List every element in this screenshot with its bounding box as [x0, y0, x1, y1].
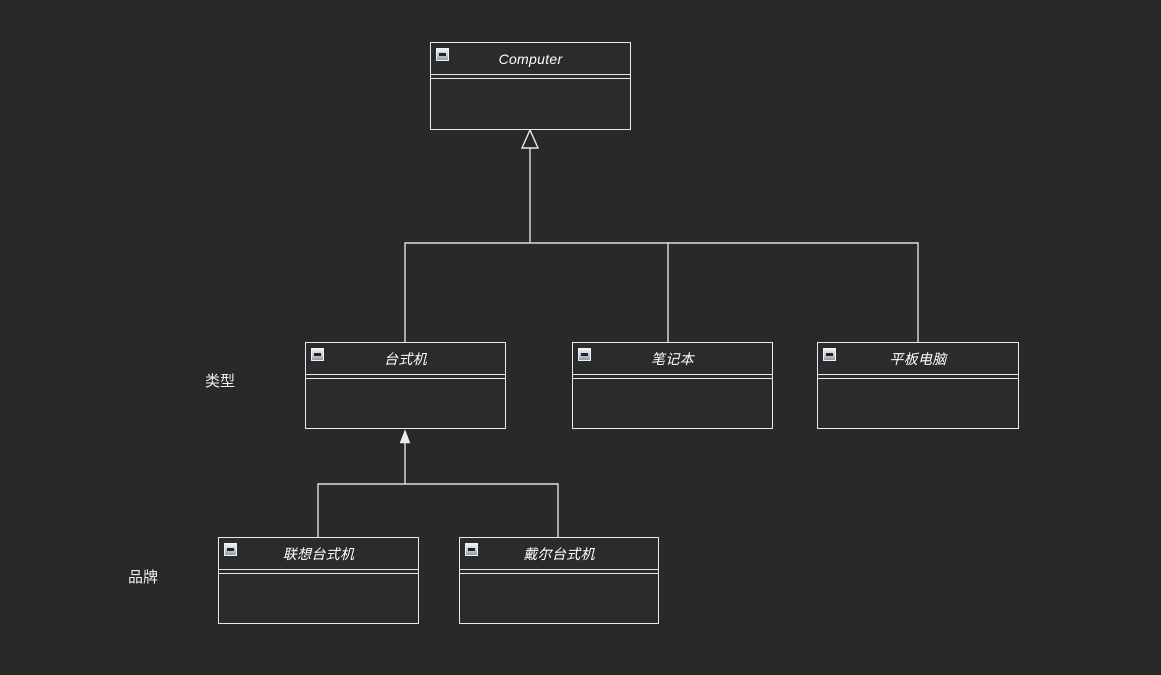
class-header: 联想台式机: [219, 538, 418, 570]
class-title: 联想台式机: [282, 545, 355, 562]
class-header: Computer: [431, 43, 630, 75]
type-label: 类型: [205, 373, 236, 390]
minus-glyph: [826, 353, 833, 356]
minus-glyph: [468, 548, 475, 551]
operations-compartment: [460, 574, 658, 623]
collapse-icon[interactable]: [436, 48, 449, 61]
generalization-edge-types-to-computer: [404, 148, 919, 342]
class-title: 台式机: [384, 350, 427, 367]
class-node-tablet[interactable]: 平板电脑: [817, 342, 1019, 429]
collapse-icon[interactable]: [823, 348, 836, 361]
class-title: 戴尔台式机: [523, 545, 595, 562]
class-header: 平板电脑: [818, 343, 1018, 375]
brand-label: 品牌: [128, 569, 159, 586]
attributes-compartment: [573, 375, 772, 379]
operations-compartment: [219, 574, 418, 623]
class-header: 台式机: [306, 343, 505, 375]
class-node-desktop[interactable]: 台式机: [305, 342, 506, 429]
operations-compartment: [431, 79, 630, 129]
collapse-icon[interactable]: [465, 543, 478, 556]
class-header: 笔记本: [573, 343, 772, 375]
minus-glyph: [439, 53, 446, 56]
minus-glyph: [227, 548, 234, 551]
attributes-compartment: [460, 570, 658, 574]
generalization-arrowhead-desktop: [399, 429, 411, 444]
class-title: 平板电脑: [889, 350, 947, 367]
class-node-lenovo-desktop[interactable]: 联想台式机: [218, 537, 419, 624]
operations-compartment: [573, 379, 772, 428]
attributes-compartment: [818, 375, 1018, 379]
class-title: Computer: [498, 50, 563, 67]
minus-glyph: [314, 353, 321, 356]
class-node-computer[interactable]: Computer: [430, 42, 631, 130]
collapse-icon[interactable]: [578, 348, 591, 361]
class-title: 笔记本: [651, 350, 694, 367]
collapse-icon[interactable]: [224, 543, 237, 556]
attributes-compartment: [219, 570, 418, 574]
class-node-dell-desktop[interactable]: 戴尔台式机: [459, 537, 659, 624]
class-node-laptop[interactable]: 笔记本: [572, 342, 773, 429]
minus-glyph: [581, 353, 588, 356]
generalization-edge-brands-to-desktop: [317, 442, 559, 537]
attributes-compartment: [431, 75, 630, 79]
collapse-icon[interactable]: [311, 348, 324, 361]
operations-compartment: [306, 379, 505, 428]
generalization-arrowhead-computer: [520, 128, 540, 149]
operations-compartment: [818, 379, 1018, 428]
attributes-compartment: [306, 375, 505, 379]
class-header: 戴尔台式机: [460, 538, 658, 570]
